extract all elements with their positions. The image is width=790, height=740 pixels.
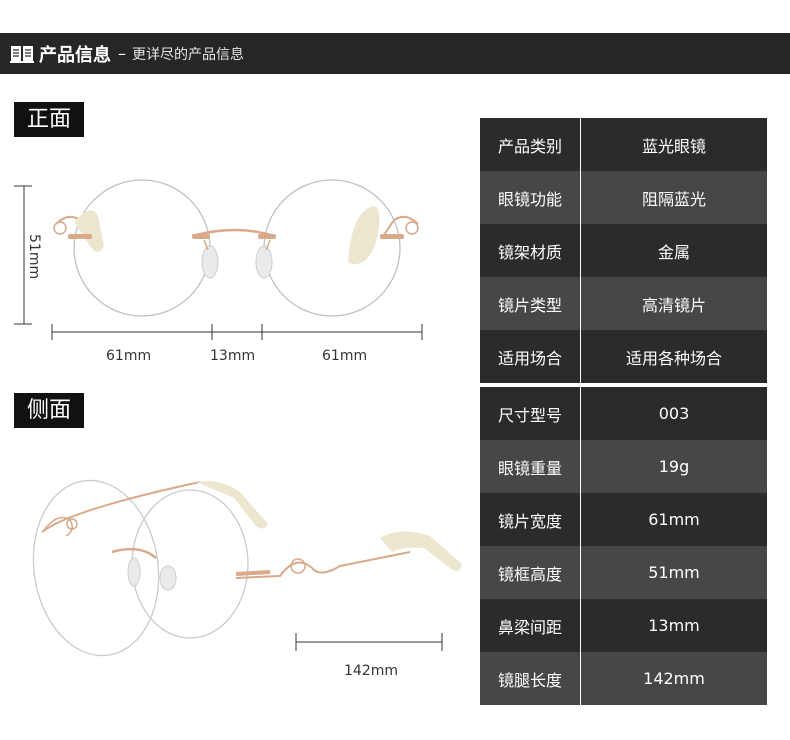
- spec-key: 镜片宽度: [480, 493, 581, 546]
- spec-key: 眼镜重量: [480, 440, 581, 493]
- spec-table-dimensions: 尺寸型号 003 眼镜重量 19g 镜片宽度 61mm 镜框高度 51mm 鼻梁…: [480, 387, 767, 705]
- spec-table-basic: 产品类别 蓝光眼镜 眼镜功能 阻隔蓝光 镜架材质 金属 镜片类型 高清镜片 适用…: [480, 118, 767, 383]
- spec-row: 眼镜功能 阻隔蓝光: [480, 171, 767, 224]
- front-view-tag: 正面: [14, 102, 85, 137]
- spec-key: 适用场合: [480, 330, 581, 383]
- spec-row: 镜片类型 高清镜片: [480, 277, 767, 330]
- spec-row: 产品类别 蓝光眼镜: [480, 118, 767, 171]
- spec-value: 19g: [658, 457, 690, 476]
- bridge: [191, 228, 275, 238]
- spec-key: 眼镜功能: [480, 171, 581, 224]
- bridge-dimension-label: 13mm: [210, 348, 256, 364]
- spec-row: 镜片宽度 61mm: [480, 493, 767, 546]
- temple-dimension-label: 142mm: [344, 663, 398, 679]
- left-temple-tip: [196, 481, 268, 529]
- spec-key: 镜架材质: [480, 224, 581, 277]
- spec-row: 眼镜重量 19g: [480, 440, 767, 493]
- left-temple: [41, 481, 201, 533]
- spec-value: 13mm: [648, 616, 700, 635]
- left-nose-pad: [127, 557, 141, 587]
- spec-value: 61mm: [648, 510, 700, 529]
- spec-value: 阻隔蓝光: [641, 189, 706, 209]
- spec-row: 鼻梁间距 13mm: [480, 599, 767, 652]
- header-dash: –: [118, 44, 126, 63]
- spec-value: 适用各种场合: [625, 348, 722, 368]
- spec-row: 镜架材质 金属: [480, 224, 767, 277]
- right-nose-pad: [255, 245, 273, 279]
- right-temple: [235, 551, 411, 579]
- spec-key: 产品类别: [480, 118, 581, 171]
- spec-row: 镜框高度 51mm: [480, 546, 767, 599]
- right-lens: [263, 179, 401, 317]
- spec-row: 镜腿长度 142mm: [480, 652, 767, 705]
- spec-key: 镜腿长度: [480, 652, 581, 705]
- spec-row: 尺寸型号 003: [480, 387, 767, 440]
- spec-value: 142mm: [643, 669, 705, 688]
- front-view-glasses: [14, 179, 423, 340]
- spec-key: 鼻梁间距: [480, 599, 581, 652]
- right-hinge: [381, 215, 419, 239]
- book-icon: [10, 45, 34, 63]
- spec-value: 51mm: [648, 563, 700, 582]
- spec-key: 镜片类型: [480, 277, 581, 330]
- spec-key: 尺寸型号: [480, 387, 581, 440]
- spec-value: 003: [658, 404, 690, 423]
- right-temple-tip: [348, 206, 380, 265]
- bridge: [111, 547, 157, 559]
- right-temple-tip: [380, 531, 462, 572]
- side-view-tag: 侧面: [14, 393, 85, 428]
- left-nose-pad: [201, 245, 219, 279]
- right-lens: [131, 489, 249, 639]
- spec-value: 金属: [657, 242, 690, 262]
- spec-value: 蓝光眼镜: [641, 136, 706, 156]
- spec-value: 高清镜片: [641, 295, 706, 315]
- left-temple-tip: [74, 210, 104, 252]
- right-nose-pad: [159, 565, 177, 591]
- section-header: 产品信息 – 更详尽的产品信息: [0, 33, 790, 74]
- spec-key: 镜框高度: [480, 546, 581, 599]
- header-title: 产品信息: [39, 44, 111, 66]
- left-lens: [32, 479, 160, 657]
- lens-left-dimension-label: 61mm: [106, 348, 152, 364]
- height-dimension-label: 51mm: [26, 234, 42, 280]
- lens-right-dimension-label: 61mm: [322, 348, 368, 364]
- header-subtitle: 更详尽的产品信息: [132, 46, 244, 63]
- spec-row: 适用场合 适用各种场合: [480, 330, 767, 383]
- side-view-glasses: [32, 479, 462, 657]
